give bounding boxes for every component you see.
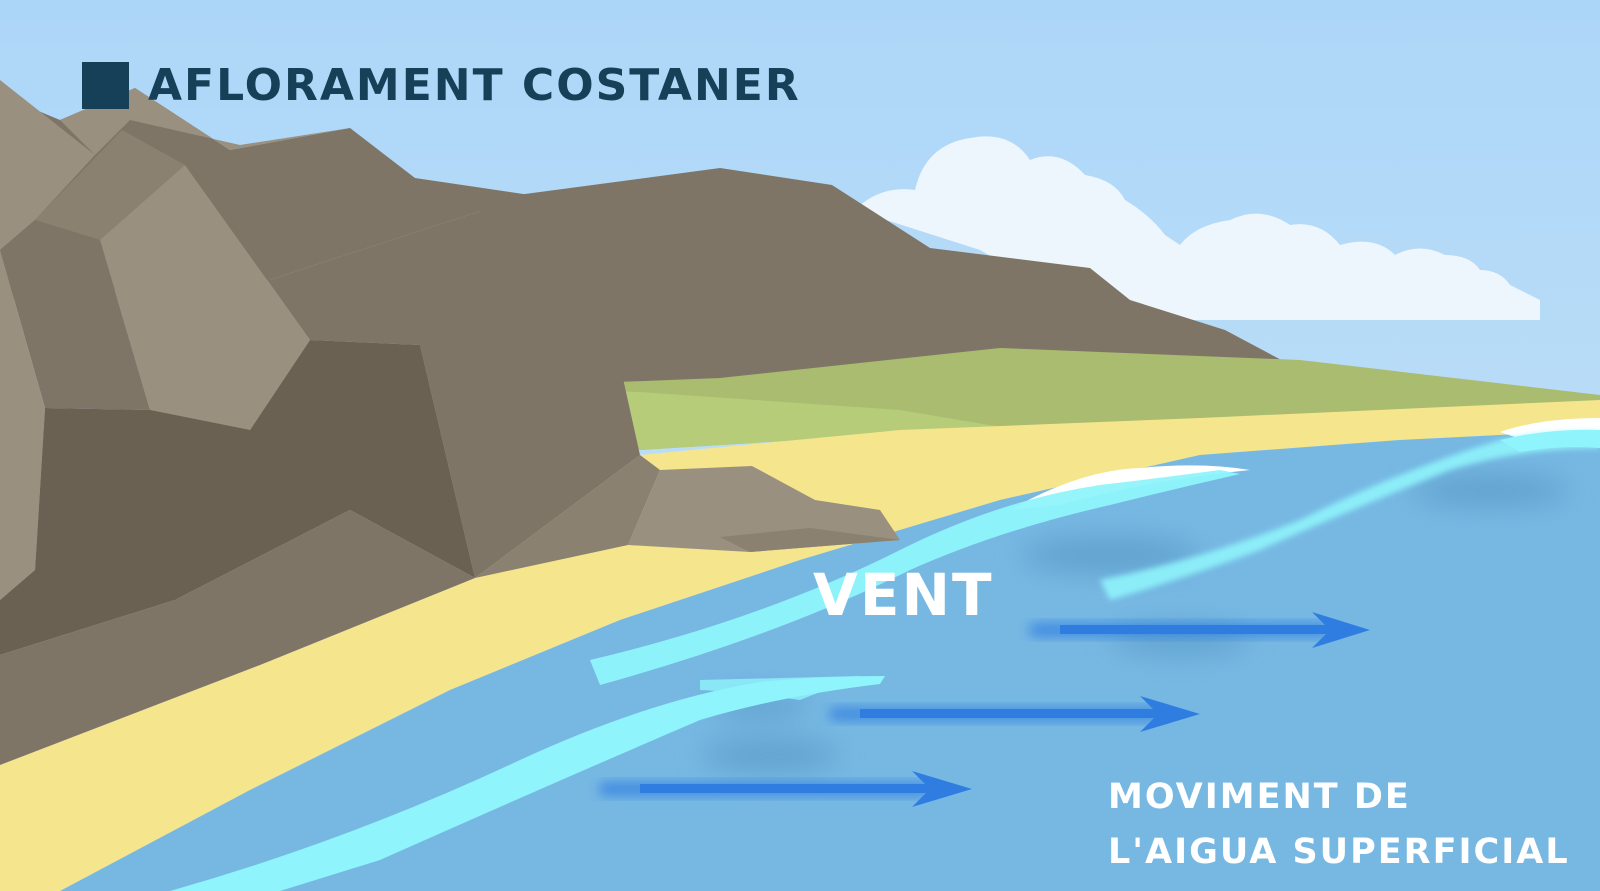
cliffs xyxy=(0,80,900,765)
title-square-icon xyxy=(82,62,129,109)
surface-water-label-line1: MOVIMENT DE xyxy=(1108,777,1411,817)
arrow-right-icon xyxy=(600,771,972,807)
surface-water-label-line2: L'AIGUA SUPERFICIAL xyxy=(1108,832,1570,872)
surface-current-arrows xyxy=(600,612,1370,807)
wave-streaks xyxy=(170,429,1600,891)
arrow-right-icon xyxy=(1030,612,1370,648)
surface-water-label: MOVIMENT DE L'AIGUA SUPERFICIAL xyxy=(1108,770,1570,880)
ocean-water xyxy=(60,430,1600,891)
page-title: AFLORAMENT COSTANER xyxy=(148,59,801,111)
title-block: AFLORAMENT COSTANER xyxy=(82,62,801,109)
arrow-right-icon xyxy=(830,696,1200,732)
wind-label: VENT xyxy=(813,561,994,629)
